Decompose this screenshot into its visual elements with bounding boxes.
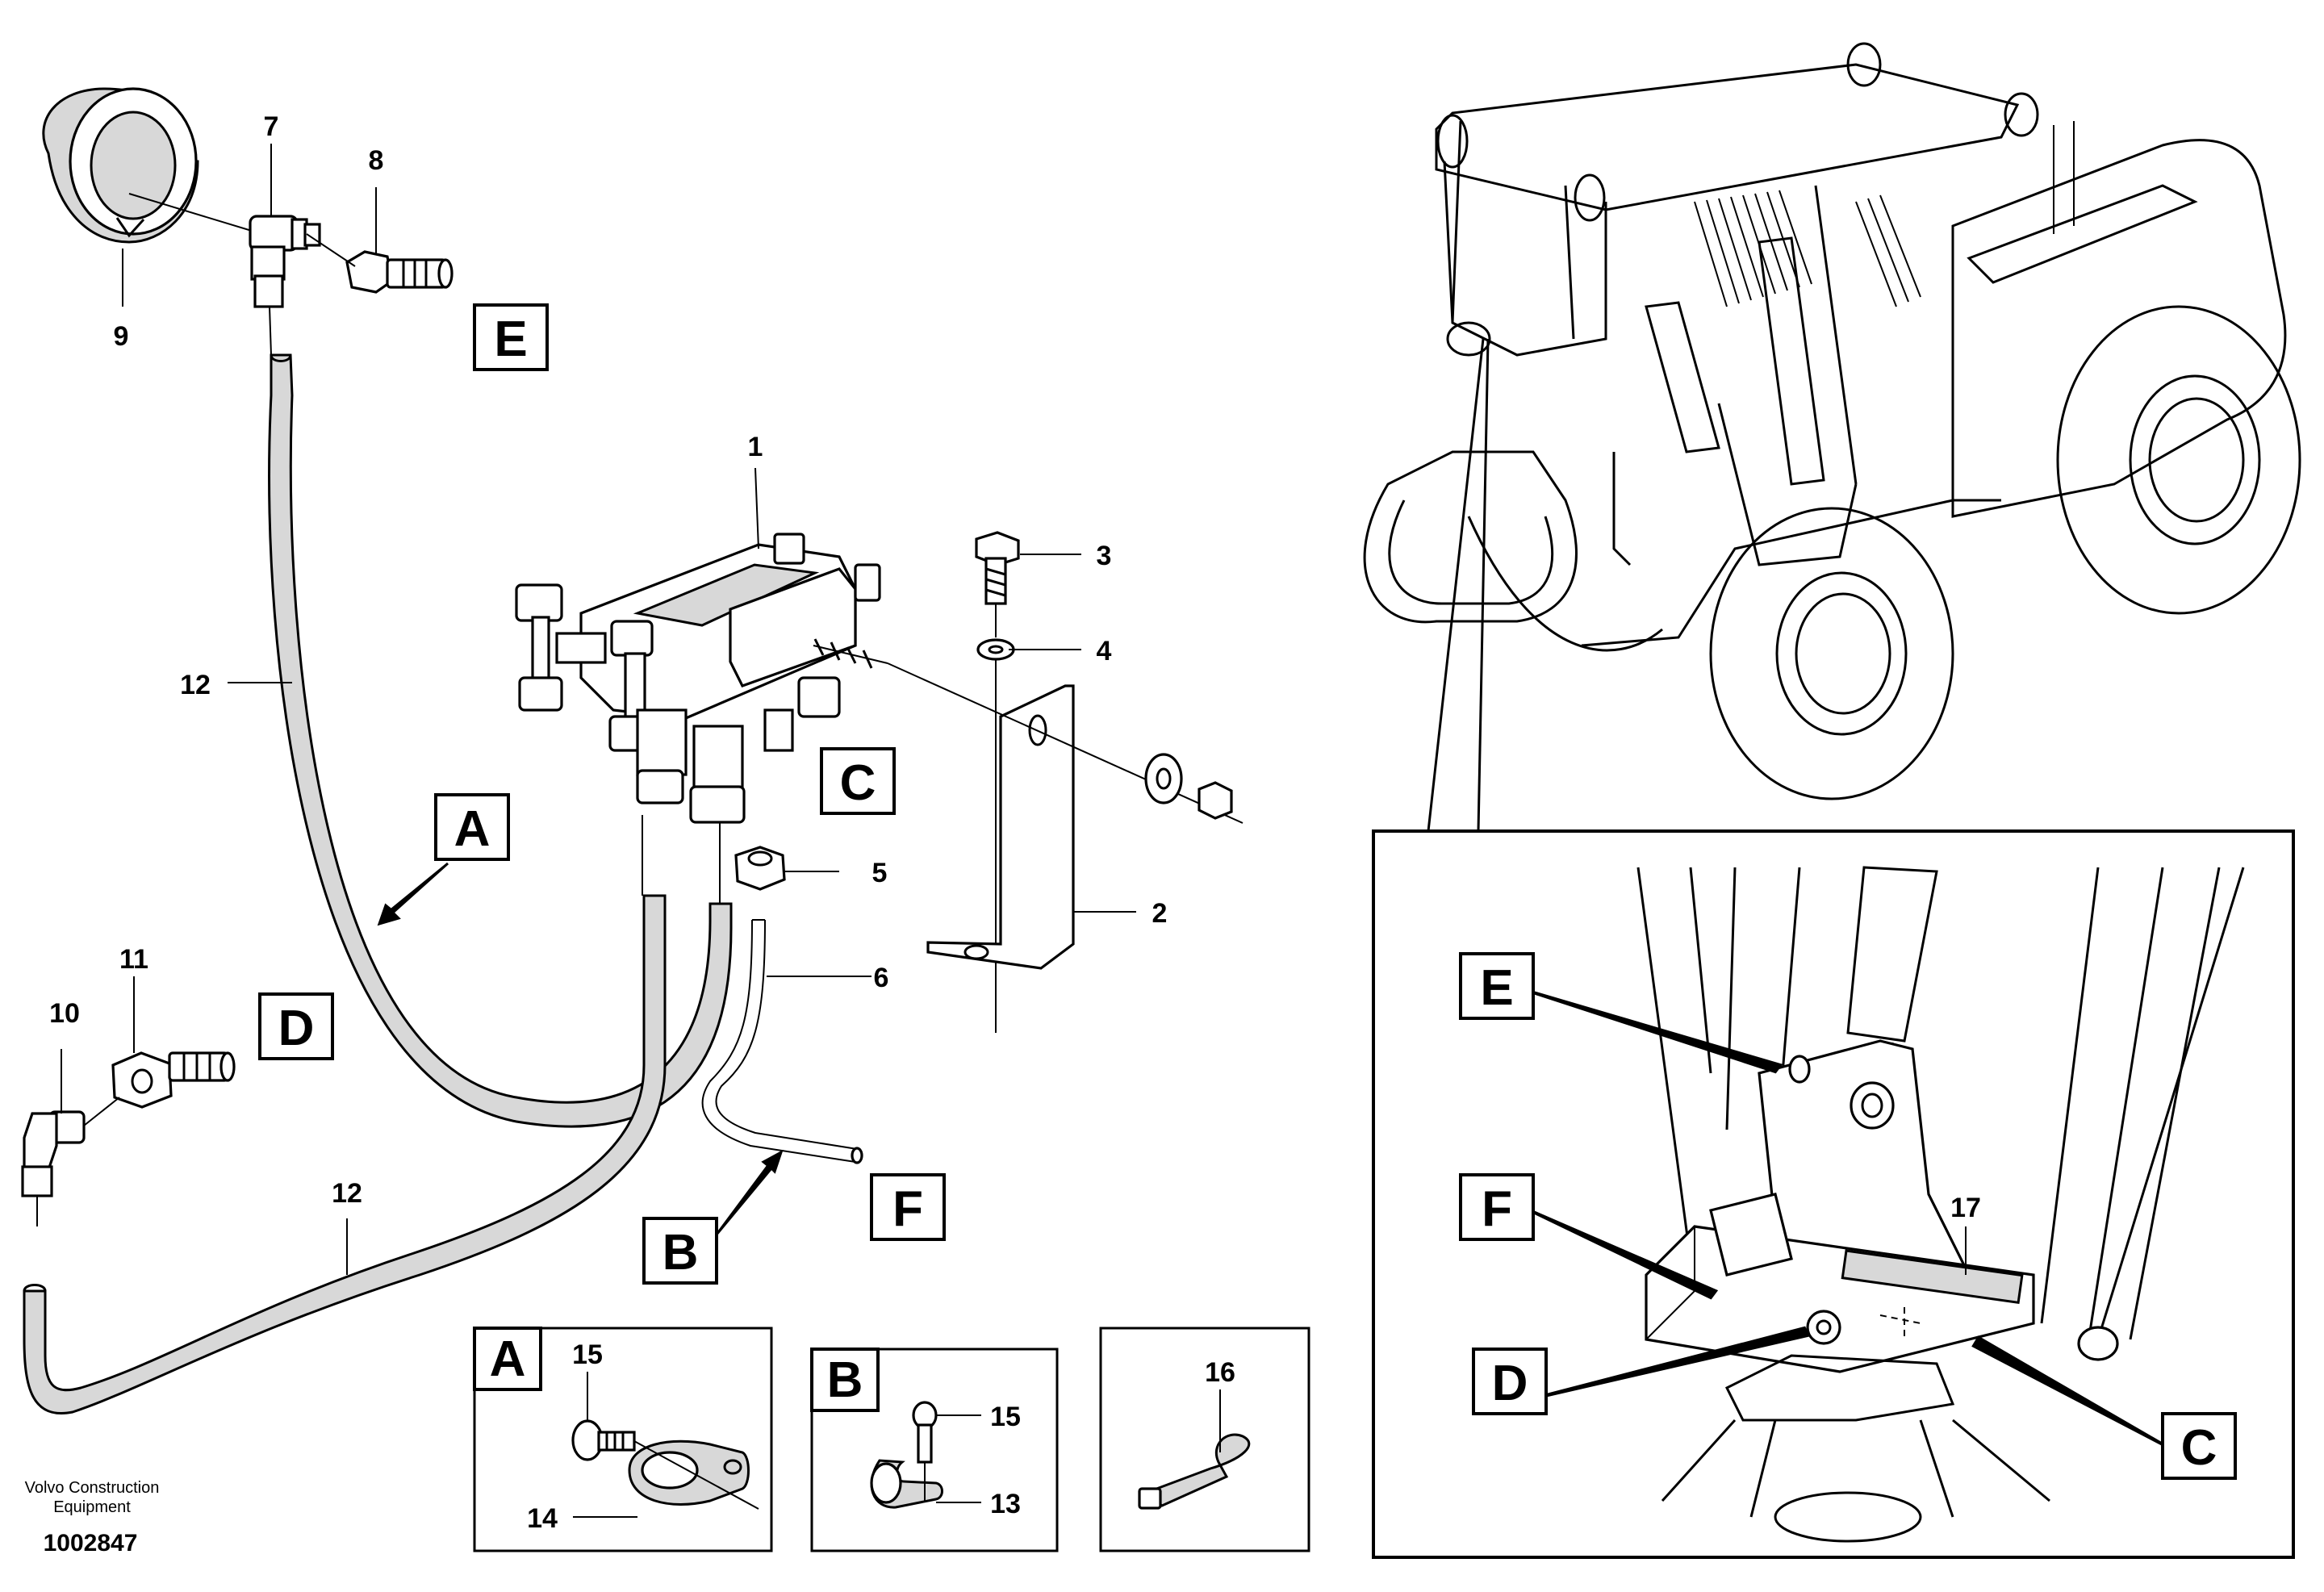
- elbow-part-7: [249, 215, 321, 308]
- valve-block-part-1: [515, 533, 888, 824]
- leader-arrow-b: [715, 1149, 784, 1235]
- letter-box-d: D: [258, 992, 334, 1060]
- screw-part-15-a: [571, 1419, 636, 1461]
- pointer-f: [1532, 1210, 1719, 1300]
- detail-letter-d: D: [1472, 1348, 1548, 1415]
- detail-f: F: [1482, 1181, 1512, 1237]
- callout-9: 9: [114, 321, 129, 352]
- letter-c: C: [840, 755, 876, 811]
- callout-13: 13: [990, 1489, 1021, 1519]
- detail-view: [1372, 829, 2295, 1559]
- inset-16: 16: [1099, 1327, 1310, 1552]
- credit-line-2: Equipment: [53, 1498, 131, 1516]
- washer-part-4: [976, 638, 1015, 661]
- callout-17: 17: [1950, 1193, 1981, 1223]
- lock-washer: [1144, 753, 1183, 804]
- callout-10: 10: [49, 998, 80, 1029]
- machine-overview: [1363, 42, 2301, 832]
- callout-5: 5: [872, 858, 888, 888]
- credit-line-1: Volvo Construction: [25, 1479, 160, 1497]
- inset-a: A 15 14: [473, 1327, 773, 1552]
- callout-numbers: 1 2 3 4 5 6 7 8 9 10 11 12 12: [49, 111, 1167, 1209]
- callout-8: 8: [369, 145, 384, 176]
- document-number: 1002847: [44, 1530, 138, 1556]
- letter-box-c: C: [820, 747, 896, 815]
- callout-12-lower: 12: [332, 1178, 362, 1209]
- detail-letter-c: C: [2161, 1412, 2237, 1480]
- leader-lines: [61, 144, 1136, 1275]
- sleeve-part-9: [42, 87, 199, 244]
- detail-d: D: [1492, 1356, 1528, 1411]
- clip-part-13: [870, 1459, 943, 1509]
- letter-box-a: A: [434, 793, 510, 861]
- letter-box-b: B: [642, 1217, 718, 1285]
- callout-1: 1: [748, 432, 763, 462]
- callout-3: 3: [1097, 541, 1112, 571]
- callout-7: 7: [264, 111, 279, 142]
- clamp-part-14: [628, 1439, 750, 1506]
- callout-4: 4: [1097, 636, 1112, 666]
- elbow-part-10: [21, 1110, 86, 1226]
- callout-6: 6: [874, 963, 889, 993]
- nut-part-5: [734, 846, 786, 891]
- pointer-e: [1532, 991, 1783, 1074]
- inset-a-letter: A: [490, 1331, 526, 1387]
- callout-15-b: 15: [990, 1402, 1021, 1432]
- bracket-part-2: [926, 684, 1075, 970]
- pointer-d: [1536, 1326, 1810, 1399]
- letter-b: B: [663, 1225, 699, 1281]
- callout-11: 11: [119, 944, 148, 975]
- letter-box-e: E: [473, 303, 549, 371]
- callout-14: 14: [527, 1503, 558, 1534]
- leader-arrow-a: [377, 862, 449, 926]
- letter-e: E: [494, 311, 527, 367]
- letter-a: A: [454, 801, 491, 857]
- callout-16: 16: [1205, 1357, 1235, 1388]
- inset-b-letter: B: [827, 1352, 863, 1408]
- letter-box-f: F: [870, 1173, 946, 1241]
- letter-d: D: [278, 1001, 315, 1056]
- screw-part-15-b: [912, 1401, 938, 1464]
- cable-tie-part-16: [1138, 1433, 1251, 1510]
- hex-nut: [1198, 781, 1233, 820]
- callout-2: 2: [1152, 898, 1168, 929]
- callout-15-a: 15: [572, 1339, 603, 1370]
- adapter-part-11: [111, 1051, 236, 1109]
- callout-12-upper: 12: [180, 670, 211, 700]
- detail-letter-e: E: [1459, 952, 1535, 1020]
- hose-assembly: [21, 87, 1244, 1414]
- detail-e: E: [1480, 960, 1513, 1016]
- inset-b: B 15 13: [810, 1348, 1059, 1552]
- detail-letter-f: F: [1459, 1173, 1535, 1241]
- letter-f: F: [892, 1181, 923, 1237]
- detail-c: C: [2181, 1420, 2217, 1476]
- adapter-part-8: [345, 250, 454, 294]
- pointer-c: [1971, 1335, 2164, 1446]
- bolt-part-3: [975, 531, 1020, 605]
